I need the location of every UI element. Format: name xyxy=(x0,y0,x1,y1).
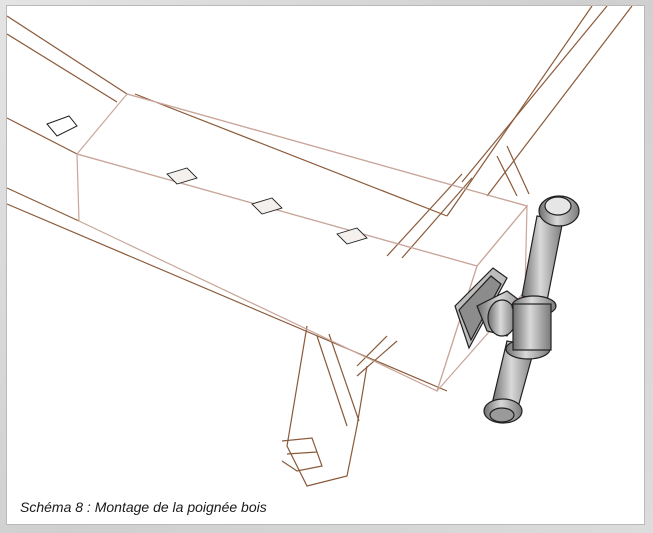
assembly-drawing xyxy=(7,6,633,487)
frame-slot xyxy=(46,115,78,137)
wooden-handle xyxy=(483,195,580,424)
figure-caption: Schéma 8 : Montage de la poignée bois xyxy=(20,499,267,515)
vise-block xyxy=(75,93,529,392)
diagram-frame: Schéma 8 : Montage de la poignée bois xyxy=(6,5,645,525)
block-slots xyxy=(166,167,368,245)
workbench-frame xyxy=(7,6,633,487)
